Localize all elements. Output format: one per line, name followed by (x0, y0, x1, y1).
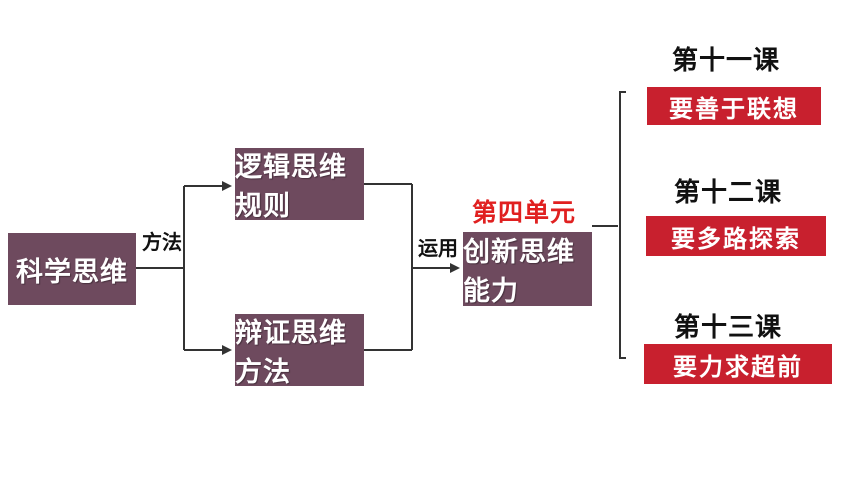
lesson-number-2: 第十二课 (674, 178, 783, 208)
node-innovation-ability: 创新思维能力 (463, 232, 592, 307)
lesson-number-3: 第十三课 (674, 313, 783, 343)
edge-label-method: 方法 (142, 230, 182, 254)
lesson-title-1: 要善于联想 (647, 87, 821, 125)
node-logic-rules: 逻辑思维规则 (235, 148, 364, 222)
node-dialectic-methods: 辩证思维方法 (235, 314, 364, 388)
unit-title: 第四单元 (472, 198, 577, 227)
lesson-title-3: 要力求超前 (644, 344, 832, 384)
lesson-number-1: 第十一课 (672, 46, 781, 76)
node-science-thinking: 科学思维 (8, 233, 136, 305)
lessons-bracket (619, 91, 626, 359)
edge-label-apply: 运用 (418, 236, 458, 260)
lesson-title-2: 要多路探索 (646, 216, 826, 256)
